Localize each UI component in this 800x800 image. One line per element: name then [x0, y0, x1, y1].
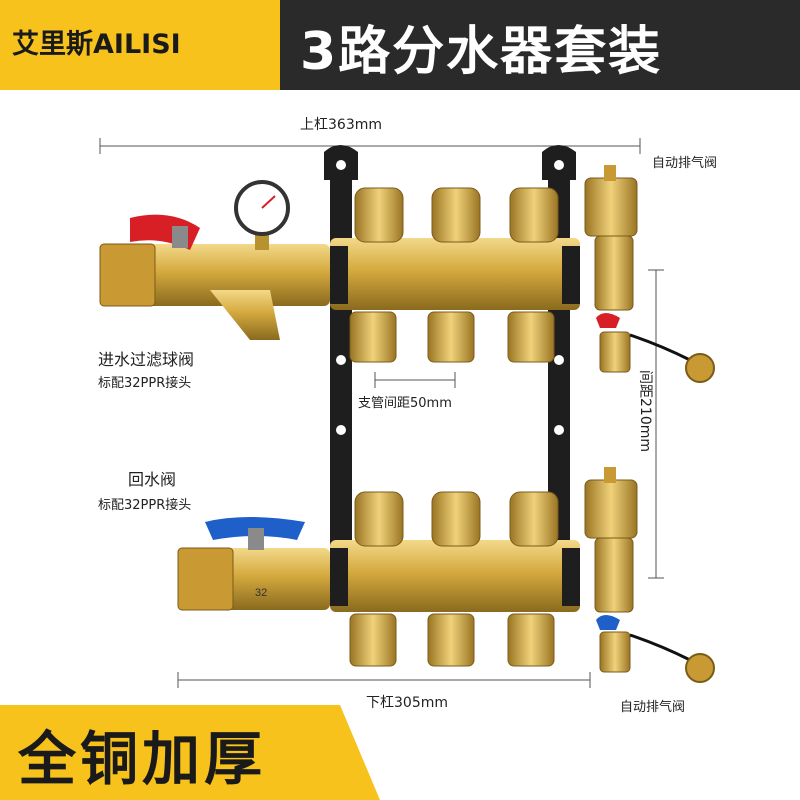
auto-vent-valve-top-icon: [584, 165, 715, 383]
y-filter-body: [210, 290, 280, 340]
brand-logo-text: 艾里斯AILISI: [12, 29, 181, 60]
bottom-bar-length-label: 下杠305mm: [366, 695, 448, 711]
row-spacing-label: 间距210mm: [637, 370, 653, 452]
top-bar-length-label: 上杠363mm: [300, 117, 382, 133]
branch-spacing-dimension-line: [374, 372, 456, 388]
top-bar-dimension-line: [99, 138, 641, 154]
slogan-text: 全铜加厚: [18, 725, 267, 793]
top-manifold-bar: [330, 238, 580, 310]
bottom-bar-dimension-line: [177, 672, 591, 688]
bottom-return-ports: [354, 491, 559, 547]
brand-banner: [0, 0, 280, 90]
inlet-fitting-label: 标配32PPR接头: [98, 376, 192, 391]
top-supply-ports: [354, 187, 559, 243]
bottom-branch-outlets: [349, 613, 555, 667]
auto-vent-top-label: 自动排气阀: [652, 156, 718, 171]
inlet-valve-label: 进水过滤球阀: [98, 350, 195, 369]
auto-vent-valve-bottom-icon: [584, 467, 715, 683]
inlet-pipe: [100, 244, 330, 306]
slogan-banner: [0, 705, 380, 800]
return-valve-label: 回水阀: [128, 470, 177, 489]
row-spacing-dimension-line: [648, 269, 664, 579]
bottom-manifold-bar: [330, 540, 580, 612]
title-banner: [280, 0, 800, 90]
valve-size-marking: 32: [255, 587, 267, 599]
top-branch-outlets: [349, 311, 555, 363]
auto-vent-bottom-label: 自动排气阀: [620, 700, 686, 715]
return-fitting-label: 标配32PPR接头: [98, 498, 192, 513]
branch-spacing-label: 支管间距50mm: [358, 396, 452, 411]
page-title: 3路分水器套装: [300, 22, 663, 82]
